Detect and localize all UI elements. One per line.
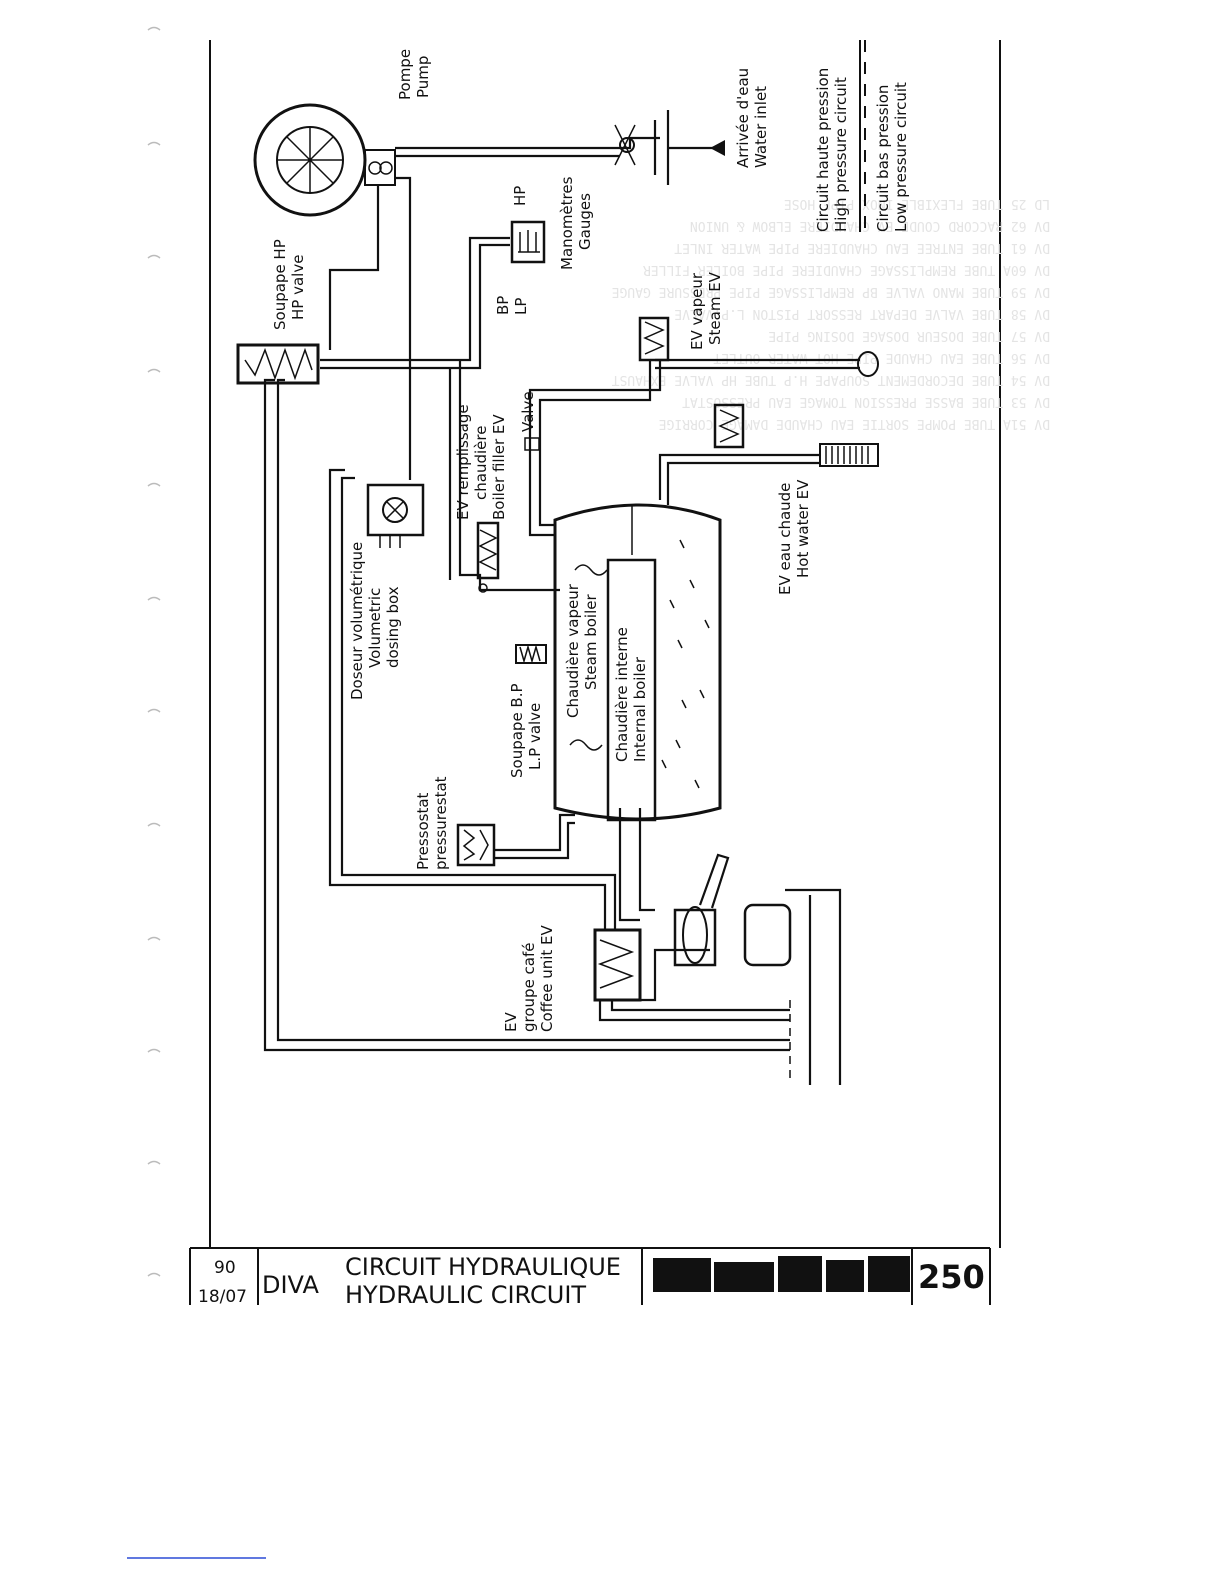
filler-label-en: Boiler filler EV xyxy=(490,414,508,520)
steam-boiler-symbol xyxy=(553,503,722,822)
gauges-label-en: Gauges xyxy=(576,193,594,250)
title-en: HYDRAULIC CIRCUIT xyxy=(345,1281,586,1309)
internal-boiler-label-fr: Chaudière interne xyxy=(613,627,631,762)
coffee-ev-label-fr: groupe café xyxy=(520,942,538,1032)
pressurestat-label-fr: Pressostat xyxy=(414,792,432,870)
boiler-filler-ev-symbol xyxy=(476,521,500,593)
valve-label: Valve xyxy=(519,391,537,432)
title-date: 18/07 xyxy=(198,1287,247,1307)
hot-water-ev-symbol xyxy=(713,403,879,467)
svg-text:DV 60A TUBE REMPLISSAGE CHAUD: DV 60A TUBE REMPLISSAGE CHAUDIERE PIPE B… xyxy=(643,262,1050,277)
steam-boiler-label-fr: Chaudière vapeur xyxy=(564,583,582,718)
lp-valve-label-en: L.P valve xyxy=(526,703,544,770)
bleed-through-text: DV 51A TUBE POMPE SORTIE EAU CHAUDE DAMA… xyxy=(612,196,1050,431)
lp-valve-symbol xyxy=(515,644,547,664)
legend: Circuit haute pression High pressure cir… xyxy=(814,40,910,232)
svg-text:DV 53 TUBE BASSE PRESSION TO: DV 53 TUBE BASSE PRESSION TOMAGE EAU PRE… xyxy=(682,394,1050,409)
legend-lp-fr: Circuit bas pression xyxy=(874,85,892,232)
water-inlet-label-en: Water inlet xyxy=(752,86,770,168)
gauge-hp-label: HP xyxy=(511,186,529,206)
coffee-ev-label-1: EV xyxy=(502,1012,520,1032)
filler-label-fr-2: chaudière xyxy=(472,426,490,500)
hot-water-ev-label-fr: EV eau chaude xyxy=(776,483,794,595)
title-year: 90 xyxy=(214,1258,236,1278)
svg-text:DV 59 TUBE MANO VALVE BP REM: DV 59 TUBE MANO VALVE BP REMPLISSAGE PIP… xyxy=(612,284,1050,299)
svg-text:DV 62 RACCORD COUDE EV CHAUD: DV 62 RACCORD COUDE EV CHAUDIERE ELBOW &… xyxy=(690,218,1050,233)
pressurestat-symbol xyxy=(456,823,496,867)
coffee-group-symbol xyxy=(673,853,842,1085)
dosing-label-en-2: dosing box xyxy=(384,586,402,668)
pump-label-en: Pump xyxy=(414,56,432,98)
svg-text:DV 51A TUBE POMPE SORTIE EAU: DV 51A TUBE POMPE SORTIE EAU CHAUDE DAMA… xyxy=(659,416,1050,431)
legend-hp-en: High pressure circuit xyxy=(832,77,850,232)
steam-ev-label-en: Steam EV xyxy=(706,271,724,345)
hp-valve-label-en: HP valve xyxy=(289,255,307,320)
svg-text:DV 56 TUBE EAU CHAUDE PIPE: DV 56 TUBE EAU CHAUDE PIPE HOT WATER OUT… xyxy=(713,350,1050,365)
pipe-network xyxy=(263,110,860,1080)
gauge-bp-label: BP xyxy=(494,296,512,315)
hp-valve-label-fr: Soupape HP xyxy=(271,239,289,330)
page-number: 250 xyxy=(918,1258,985,1296)
gauges-symbol xyxy=(510,220,546,264)
component-labels: Pompe Pump Arrivée d'eau Water inlet Sou… xyxy=(271,49,812,1032)
title-block: 90 18/07 DIVA CIRCUIT HYDRAULIQUE HYDRAU… xyxy=(189,1248,991,1309)
dosing-box-symbol xyxy=(366,483,425,548)
hp-valve-symbol xyxy=(236,343,320,385)
steam-ev-symbol xyxy=(638,316,670,362)
binder-holes xyxy=(147,26,161,1277)
internal-boiler-label-en: Internal boiler xyxy=(631,656,649,762)
steam-ev-label-fr: EV vapeur xyxy=(688,272,706,350)
pump-label-fr: Pompe xyxy=(396,49,414,100)
coffee-unit-ev-symbol xyxy=(593,928,642,1002)
steam-wand-symbol xyxy=(857,351,879,377)
title-model: DIVA xyxy=(262,1271,319,1299)
brand-logo-redacted xyxy=(653,1256,910,1292)
title-fr: CIRCUIT HYDRAULIQUE xyxy=(345,1253,621,1281)
coffee-ev-label-en: Coffee unit EV xyxy=(538,924,556,1032)
water-inlet-label-fr: Arrivée d'eau xyxy=(734,68,752,168)
svg-text:DV 61 TUBE ENTREE EAU CHAUDI: DV 61 TUBE ENTREE EAU CHAUDIERE PIPE WAT… xyxy=(674,240,1050,255)
dosing-label-en-1: Volumetric xyxy=(366,588,384,668)
check-valve-symbol xyxy=(524,437,540,451)
steam-boiler-label-en: Steam boiler xyxy=(582,594,600,690)
svg-text:DV 58 TUBE VALVE DEPART RESS: DV 58 TUBE VALVE DEPART RESSORT PISTON L… xyxy=(674,306,1050,321)
gauges-label-fr: Manomètres xyxy=(558,176,576,270)
dosing-label-fr: Doseur volumétrique xyxy=(348,542,366,700)
lp-valve-label-fr: Soupape B.P xyxy=(508,683,526,778)
svg-text:DV 54 TUBE DECORDEMENT SOUPA: DV 54 TUBE DECORDEMENT SOUPAPE H.P TUBE … xyxy=(612,372,1050,387)
svg-text:LD 25 TUBE FLEXIBLE INOX PI: LD 25 TUBE FLEXIBLE INOX PIPE HOSE xyxy=(784,196,1050,211)
legend-hp-fr: Circuit haute pression xyxy=(814,68,832,232)
legend-lp-en: Low pressure circuit xyxy=(892,82,910,232)
gauge-lp-label: LP xyxy=(512,298,530,315)
pump-symbol xyxy=(253,103,396,217)
filler-label-fr-1: EV remplissage xyxy=(454,404,472,520)
svg-text:DV 57 TUBE DOSEUR DOSAGE DO: DV 57 TUBE DOSEUR DOSAGE DOSING PIPE xyxy=(768,328,1050,343)
pressurestat-label-en: pressurestat xyxy=(432,776,450,870)
drawing-frame xyxy=(190,40,1001,1249)
hot-water-ev-label-en: Hot water EV xyxy=(794,479,812,578)
